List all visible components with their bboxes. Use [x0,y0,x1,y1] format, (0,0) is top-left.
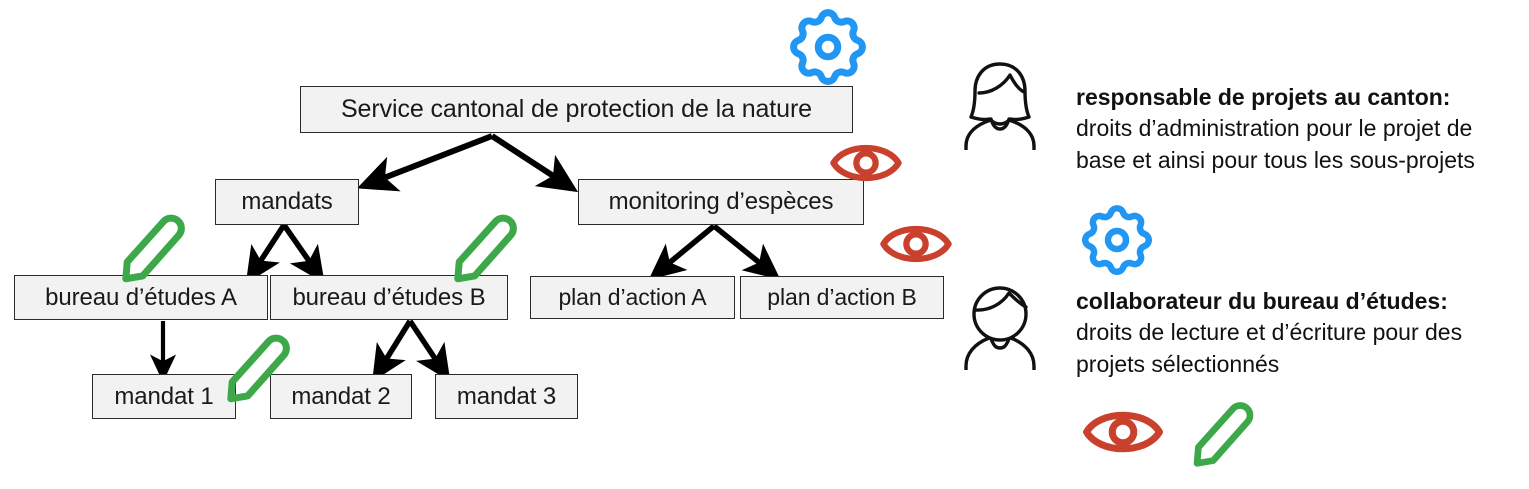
node-mandat-2[interactable]: mandat 2 [270,374,412,419]
edge-bureauB-mandat3 [407,319,451,382]
edge-bureauB-mandat2 [372,319,413,382]
gear-icon[interactable] [1081,204,1153,276]
gear-icon[interactable] [789,8,867,86]
node-label: plan d’action A [558,284,707,310]
node-label: bureau d’études A [45,283,237,311]
eye-icon[interactable] [1081,403,1165,461]
node-label: Service cantonal de protection de la nat… [340,95,812,123]
pencil-icon[interactable] [219,324,295,410]
edge-mandats-bureauB [281,223,325,284]
edge-monitoring-planB [712,223,781,280]
node-service-cantonal[interactable]: Service cantonal de protection de la nat… [300,86,853,133]
legend-entry-2-title: collaborateur du bureau d’études: [1076,288,1448,314]
node-plan-action-a[interactable]: plan d’action A [530,276,735,319]
node-bureau-etudes-b[interactable]: bureau d’études B [270,275,508,320]
legend-entry-1-desc-line-1: droits d’administration pour le projet d… [1076,115,1473,141]
edge-root-monitoring [490,133,579,193]
node-label: mandat 3 [456,382,557,410]
node-label: monitoring d’espèces [608,188,834,215]
pencil-icon[interactable] [446,204,522,290]
node-label: mandat 2 [291,382,391,410]
pencil-icon[interactable] [1186,392,1258,474]
edge-mandats-bureauA [245,223,287,284]
node-mandats[interactable]: mandats [215,179,359,225]
person-female-icon [964,62,1036,150]
node-mandat-3[interactable]: mandat 3 [435,374,578,419]
legend-entry-2-text: collaborateur du bureau d’études: droits… [1076,286,1521,380]
node-label: plan d’action B [767,284,917,310]
legend-entry-2-desc-line-1: droits de lecture et d’écriture pour des [1076,319,1463,345]
person-male-icon [964,286,1036,370]
legend-entry-1-title: responsable de projets au canton: [1076,84,1451,110]
legend-entry-2-desc-line-2: projets sélectionnés [1076,351,1280,377]
edge-monitoring-planA [648,223,716,280]
node-label: bureau d’études B [292,283,486,311]
node-plan-action-b[interactable]: plan d’action B [740,276,944,319]
eye-icon[interactable] [879,218,953,270]
node-bureau-etudes-a[interactable]: bureau d’études A [14,275,268,320]
node-monitoring-especes[interactable]: monitoring d’espèces [578,179,864,225]
node-label: mandat 1 [114,382,214,410]
legend-entry-1-text: responsable de projets au canton: droits… [1076,82,1521,176]
edge-root-mandats [356,133,494,192]
node-mandat-1[interactable]: mandat 1 [92,374,236,419]
pencil-icon[interactable] [114,204,190,290]
node-label: mandats [241,188,333,215]
eye-icon[interactable] [829,137,903,189]
legend-entry-1-desc-line-2: base et ainsi pour tous les sous-projets [1076,147,1475,173]
